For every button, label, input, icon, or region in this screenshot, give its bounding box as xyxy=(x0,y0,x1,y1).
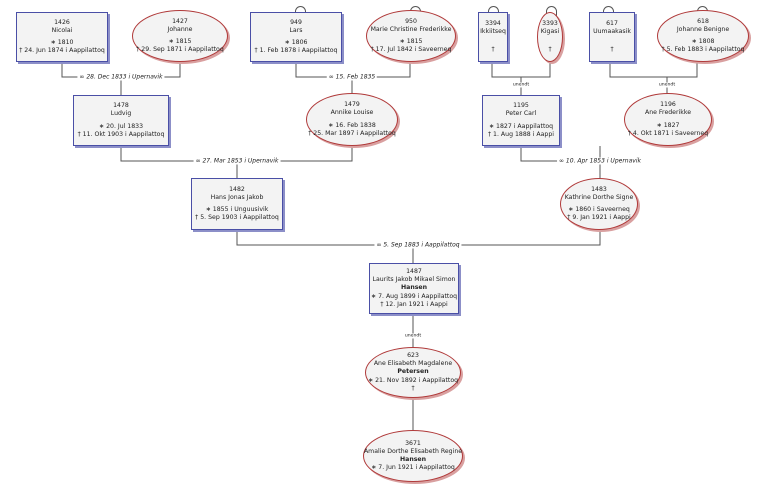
person-birth: ∗ 1815 xyxy=(399,38,423,45)
person-death: † 24. Jun 1874 i Aappilattoq xyxy=(19,47,105,55)
person-box-1482[interactable]: 1482 Hans Jonas Jakob ∗ 1855 i Unguusivi… xyxy=(191,178,283,230)
person-name: Hans Jonas Jakob xyxy=(210,193,264,201)
person-surname: Hansen xyxy=(399,456,427,463)
person-birth: ∗ 1860 i Saveerneq xyxy=(568,206,630,213)
person-name: Uumaakasik xyxy=(593,27,631,35)
person-name: Ludvig xyxy=(110,110,132,118)
person-oval-1427[interactable]: 1427 Johanne ∗ 1815 † 29. Sep 1871 i Aap… xyxy=(132,10,228,62)
person-death: † 9. Jan 1921 i Aappi xyxy=(567,214,631,222)
person-id: 1196 xyxy=(660,101,676,109)
person-name: Johanne xyxy=(167,25,193,33)
person-id: 3671 xyxy=(405,439,421,447)
person-death: † 17. Jul 1842 i Saveerneq xyxy=(370,46,452,54)
person-death: † 12. Jan 1921 i Aappi xyxy=(380,300,448,308)
person-death: † xyxy=(610,46,614,54)
person-id: 3394 xyxy=(485,19,501,27)
person-name: Lars xyxy=(289,26,303,34)
person-name: Kigasi xyxy=(540,27,560,35)
person-birth: ∗ 1855 i Unguusivik xyxy=(205,206,269,213)
person-death: † 5. Sep 1903 i Aappilattoq xyxy=(195,214,279,222)
person-oval-1483[interactable]: 1483 Kathrine Dorthe Signe ∗ 1860 i Save… xyxy=(560,178,638,230)
person-oval-1479[interactable]: 1479 Annike Louise ∗ 16. Feb 1838 † 25. … xyxy=(306,93,398,146)
person-oval-3393[interactable]: 3393 Kigasi † xyxy=(537,12,563,62)
self-loop-marker xyxy=(603,6,614,16)
person-death: † 5. Feb 1883 i Aappilattoq xyxy=(661,46,745,54)
person-id: 1483 xyxy=(591,185,607,193)
person-surname: Petersen xyxy=(397,368,429,376)
person-birth: ∗ 7. Jun 1921 i Aappilattoq xyxy=(371,464,455,472)
person-birth: ∗ 1827 i Aappilattoq xyxy=(488,122,554,130)
person-id: 1195 xyxy=(513,102,529,110)
person-name: Kathrine Dorthe Signe xyxy=(564,193,634,201)
person-birth: ∗ 21. Nov 1892 i Aappilattoq xyxy=(367,376,459,384)
union-label: unendt xyxy=(656,82,678,88)
person-name: Ikkiitseq xyxy=(480,27,506,35)
person-birth: ∗ 20. Jul 1833 xyxy=(98,122,144,130)
person-death: † xyxy=(491,46,495,54)
person-name: Laurits Jakob Mikael Simon xyxy=(372,276,456,284)
person-surname: Hansen xyxy=(400,284,428,292)
person-birth: ∗ 16. Feb 1838 xyxy=(328,121,376,129)
person-id: 618 xyxy=(697,17,709,25)
person-box-1478[interactable]: 1478 Ludvig ∗ 20. Jul 1833 † 11. Okt 190… xyxy=(73,95,169,146)
person-birth: ∗ 7. Aug 1899 i Aappilattoq xyxy=(370,292,458,300)
person-birth: ∗ 1827 xyxy=(656,121,680,129)
person-death: † xyxy=(548,46,552,54)
person-box-1195[interactable]: 1195 Peter Carl ∗ 1827 i Aappilattoq † 1… xyxy=(482,95,560,146)
person-name: Ane Frederikke xyxy=(645,109,691,117)
union-label: unendt xyxy=(510,82,532,88)
person-box-1487[interactable]: 1487 Laurits Jakob Mikael Simon Hansen ∗… xyxy=(369,263,459,314)
marriage-label: ∞ 5. Sep 1883 i Aappilattoq xyxy=(374,241,462,249)
person-death: † xyxy=(411,384,415,392)
marriage-label: ∞ 10. Apr 1853 i Upernavik xyxy=(557,157,643,165)
person-id: 1487 xyxy=(406,268,422,276)
person-oval-950[interactable]: 950 Marie Christine Frederikke ∗ 1815 † … xyxy=(366,10,456,62)
person-id: 1426 xyxy=(54,18,70,26)
person-birth: ∗ 1806 xyxy=(284,39,308,46)
self-loop-marker xyxy=(488,6,499,16)
person-oval-623[interactable]: 623 Ane Elisabeth Magdalene Petersen ∗ 2… xyxy=(365,347,461,398)
person-death: † 4. Okt 1871 i Saveerneq xyxy=(627,129,709,137)
person-name: Nicolai xyxy=(51,26,73,34)
person-id: 1479 xyxy=(344,101,360,109)
person-name: Ane Elisabeth Magdalene xyxy=(373,360,453,368)
person-name: Marie Christine Frederikke xyxy=(370,25,452,33)
self-loop-marker xyxy=(546,6,557,16)
person-id: 1482 xyxy=(229,185,245,193)
person-oval-1196[interactable]: 1196 Ane Frederikke ∗ 1827 † 4. Okt 1871… xyxy=(624,93,712,146)
person-birth: ∗ 1810 xyxy=(50,39,74,46)
person-id: 1478 xyxy=(113,102,129,110)
person-name: Peter Carl xyxy=(505,110,537,118)
person-id: 3393 xyxy=(542,19,558,27)
marriage-label: ∞ 15. Feb 1835 xyxy=(326,73,378,81)
person-death: † 1. Feb 1878 i Aappilattoq xyxy=(254,47,338,55)
person-death: † 29. Sep 1871 i Aappilattoq xyxy=(136,46,224,54)
person-box-949[interactable]: 949 Lars ∗ 1806 † 1. Feb 1878 i Aappilat… xyxy=(250,12,342,62)
person-name: Johanne Benigne xyxy=(676,25,730,33)
marriage-label: ∞ 28. Dec 1833 i Upernavik xyxy=(77,73,165,81)
person-id: 617 xyxy=(606,19,618,27)
person-box-1426[interactable]: 1426 Nicolai ∗ 1810 † 24. Jun 1874 i Aap… xyxy=(16,12,108,62)
person-box-3394[interactable]: 3394 Ikkiitseq † xyxy=(478,12,508,62)
person-name: Annike Louise xyxy=(330,109,374,117)
person-box-617[interactable]: 617 Uumaakasik † xyxy=(589,12,635,62)
marriage-label: ∞ 27. Mar 1853 i Upernavik xyxy=(193,157,281,165)
person-oval-618[interactable]: 618 Johanne Benigne ∗ 1808 † 5. Feb 1883… xyxy=(657,10,749,62)
person-id: 1427 xyxy=(172,17,188,25)
person-birth: ∗ 1815 xyxy=(168,38,192,45)
person-oval-3671[interactable]: 3671 Amalie Dorthe Elisabeth Regine Hans… xyxy=(363,430,463,482)
person-death: † 1. Aug 1888 i Aappi xyxy=(488,130,554,138)
person-birth: ∗ 1808 xyxy=(691,38,715,45)
person-id: 950 xyxy=(405,17,417,25)
union-label: unendt xyxy=(402,333,424,339)
person-death: † 11. Okt 1903 i Aappilattoq xyxy=(77,130,165,138)
person-id: 949 xyxy=(290,18,302,26)
person-id: 623 xyxy=(407,352,419,360)
person-death: † 25. Mar 1897 i Aappilattoq xyxy=(308,129,396,137)
person-name: Amalie Dorthe Elisabeth Regine xyxy=(363,447,463,455)
self-loop-marker xyxy=(295,6,306,16)
